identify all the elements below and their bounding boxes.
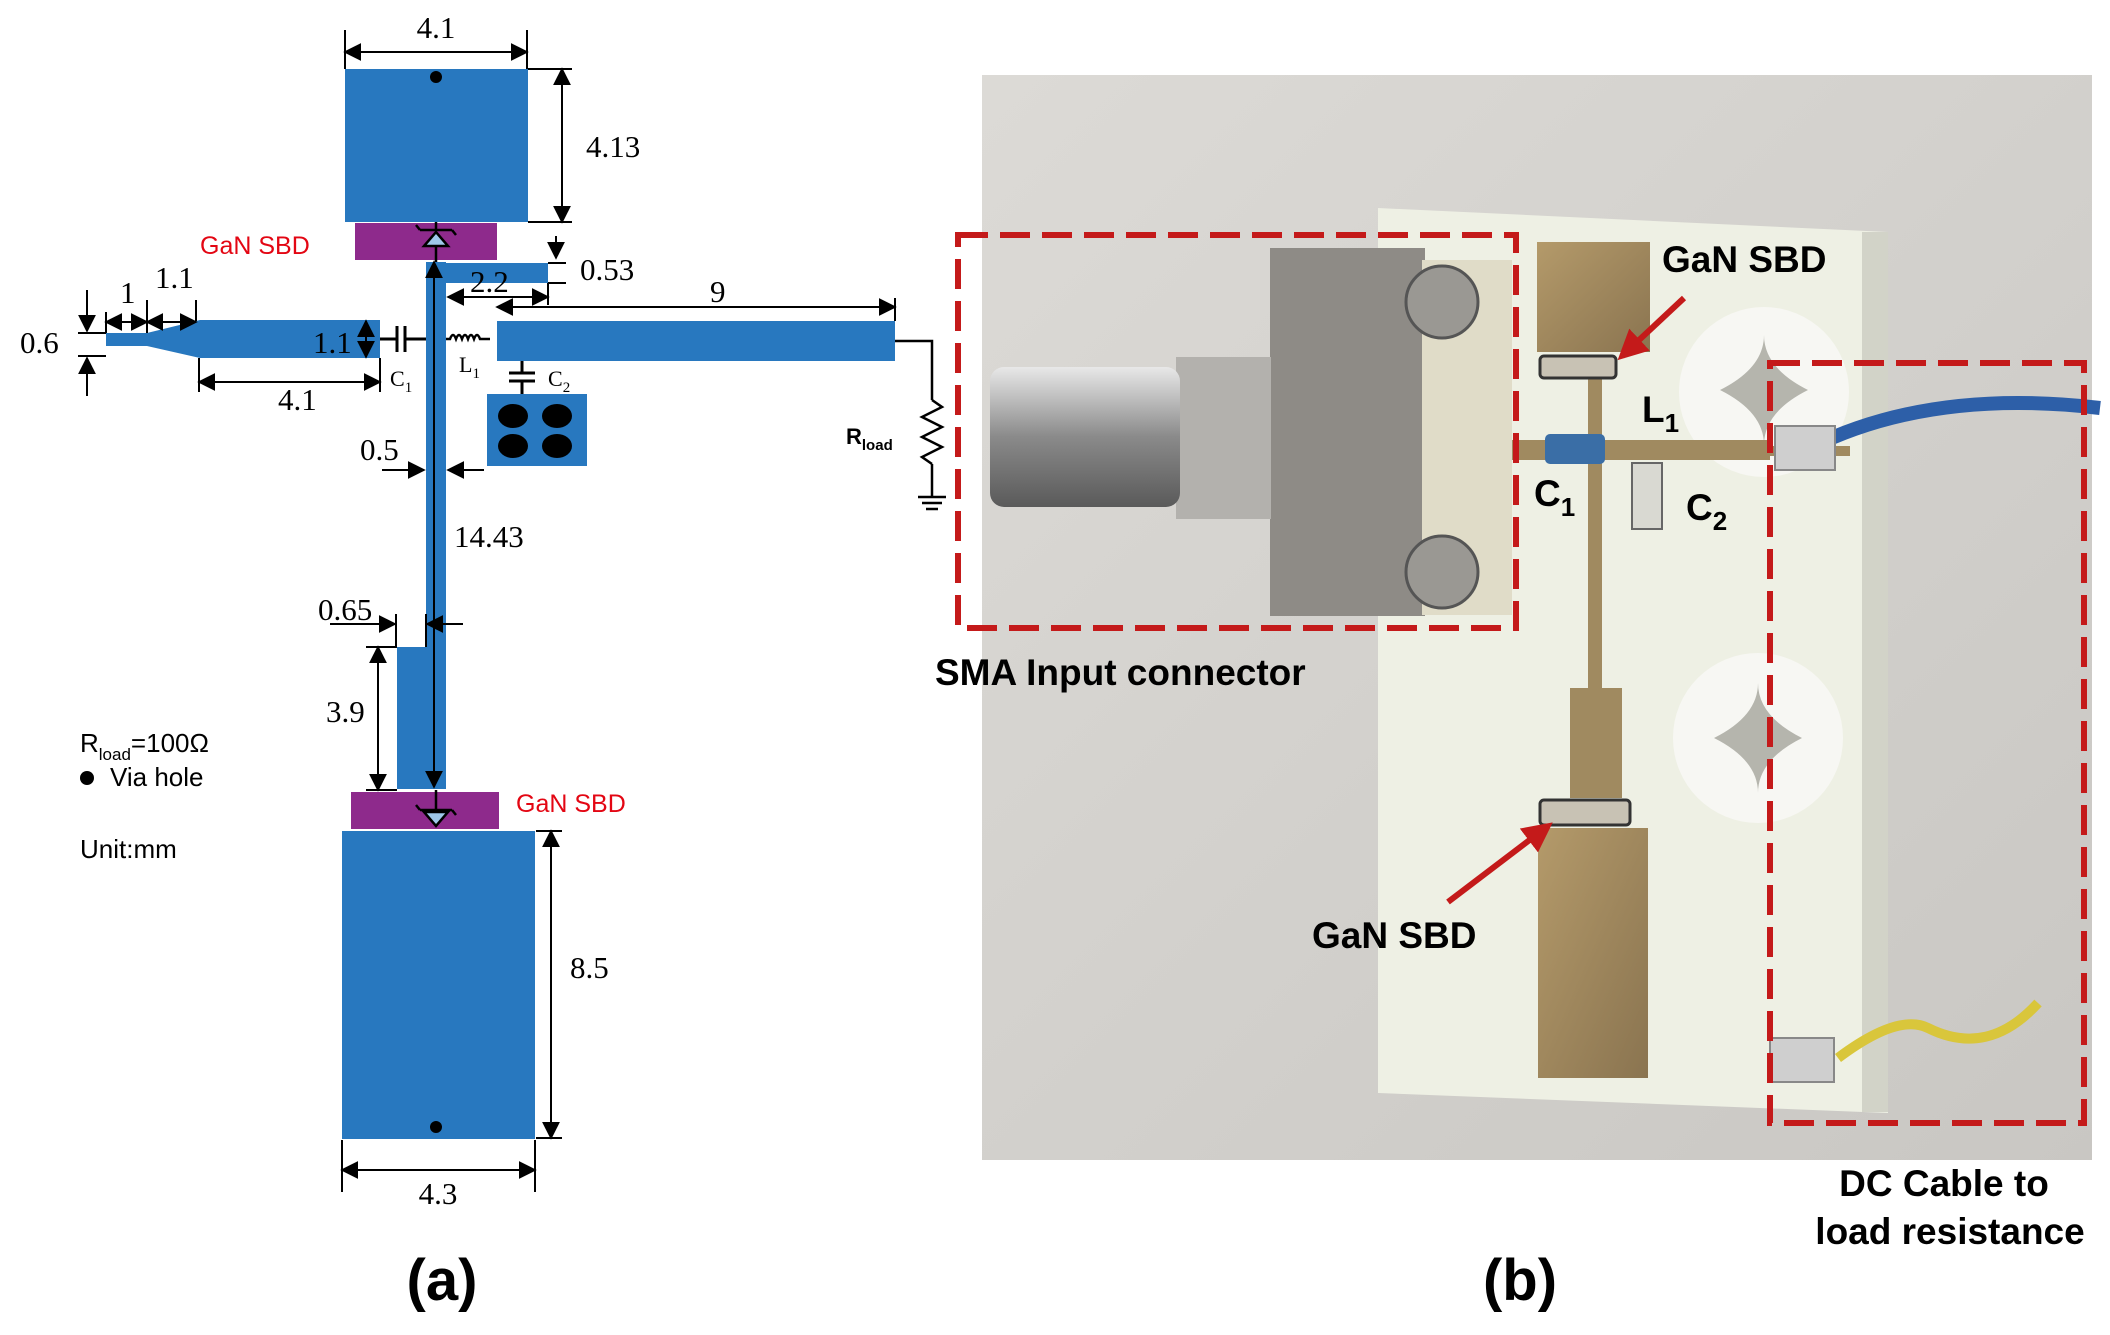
wide-section [397, 647, 446, 789]
sma-connector-label: SMA Input connector [935, 652, 1306, 693]
legend-via: Via hole [110, 762, 204, 792]
cable-solder [1774, 425, 1836, 471]
wide-trace [1570, 688, 1622, 798]
l1-inductor-symbol [446, 333, 490, 343]
blue-cable [1806, 396, 2101, 455]
dim-input-11: 1.1 [155, 260, 194, 295]
via-hole [542, 434, 572, 458]
c2-label: C2 [548, 366, 570, 396]
c1-label: C1 [390, 366, 412, 396]
vertical-trace [1588, 360, 1602, 690]
dc-cable-label-line1: DC Cable to [1839, 1163, 2049, 1204]
cable-solder [1769, 1037, 1835, 1083]
legend-rload: Rload=100Ω [80, 728, 209, 764]
board-edge-shadow [1862, 232, 1888, 1112]
bottom-diode-arrow [1446, 822, 1553, 905]
c2-component [1631, 462, 1663, 530]
dc-cable-highlight-box [1767, 360, 2087, 1126]
dim-line-width: 0.5 [360, 432, 399, 467]
via-hole [430, 1121, 442, 1133]
microstrip-trace [1500, 440, 1770, 460]
via-hole [430, 71, 442, 83]
photo-c2-label: C2 [1686, 487, 1727, 536]
l1-label: L1 [459, 352, 480, 382]
yellow-cable [1835, 999, 2042, 1063]
flange-screw [1404, 264, 1480, 340]
dc-cable-label-line2: load resistance [1815, 1211, 2084, 1252]
via-hole-legend-icon [80, 771, 94, 785]
layout-diagram: 4.1 4.13 0.53 2.2 9 1 1.1 0.6 1.1 4.1 0.… [20, 10, 946, 1313]
sma-body [1176, 357, 1271, 519]
panel-a-label: (a) [407, 1248, 478, 1313]
c1-capacitor-symbol [380, 326, 426, 352]
dim-wide-height: 3.9 [326, 694, 365, 729]
dimension-lines [78, 30, 897, 1192]
dim-output-line: 9 [710, 274, 726, 309]
dim-input-41: 4.1 [278, 382, 317, 417]
prototype-photo: GaN SBD L1 C1 C2 SMA Input connector GaN… [935, 75, 2101, 1313]
gan-sbd-top-label: GaN SBD [200, 232, 310, 260]
sma-threads [990, 367, 1180, 507]
flange-screw [1404, 534, 1480, 610]
dim-bottom-height: 8.5 [570, 950, 609, 985]
dim-input-11-vertical: 1.1 [313, 325, 352, 360]
legend: Rload=100Ω Via hole Unit:mm [80, 728, 209, 864]
screw-cross-icon [1714, 683, 1802, 793]
rload-label: Rload [846, 424, 893, 454]
sma-flange [1270, 248, 1425, 616]
sma-highlight-box [955, 232, 1519, 631]
bottom-stub-pad [342, 831, 535, 1139]
dim-input-1: 1 [120, 275, 136, 310]
top-copper-pad [1537, 242, 1650, 352]
c1-component [1545, 434, 1605, 464]
screw-cross-icon [1720, 335, 1808, 445]
dim-short-stub: 2.2 [470, 264, 509, 299]
photo-gan-sbd-bottom-label: GaN SBD [1312, 915, 1476, 956]
short-stub [426, 263, 548, 283]
top-diode-pad [355, 223, 497, 260]
dim-top-width: 4.1 [417, 10, 456, 45]
via-hole [542, 404, 572, 428]
dim-wide-width: 0.65 [318, 592, 372, 627]
photo-c1-label: C1 [1534, 473, 1575, 522]
bottom-copper-pad [1538, 828, 1648, 1078]
bottom-diode-component [1538, 798, 1632, 827]
c2-capacitor-symbol [509, 361, 535, 394]
dim-input-06: 0.6 [20, 325, 59, 360]
via-hole [498, 434, 528, 458]
c2-via-pad [487, 394, 587, 466]
dim-line-length: 14.43 [454, 519, 524, 554]
bottom-diode-symbol [415, 790, 457, 828]
dim-gap: 0.53 [580, 252, 634, 287]
photo-gan-sbd-top-label: GaN SBD [1662, 239, 1826, 280]
top-diode-component [1538, 354, 1618, 380]
dim-top-height: 4.13 [586, 129, 640, 164]
gan-sbd-bottom-label: GaN SBD [516, 790, 626, 818]
legend-unit: Unit:mm [80, 834, 177, 864]
top-diode-arrow [1617, 295, 1687, 361]
panel-b-label: (b) [1483, 1248, 1557, 1313]
top-diode-symbol [415, 222, 457, 262]
output-line [497, 321, 895, 361]
via-hole [498, 404, 528, 428]
load-resistor-symbol [895, 339, 946, 511]
photo-l1-label: L1 [1642, 389, 1679, 438]
top-stub-pad [345, 69, 528, 222]
dim-bottom-width: 4.3 [419, 1176, 458, 1211]
